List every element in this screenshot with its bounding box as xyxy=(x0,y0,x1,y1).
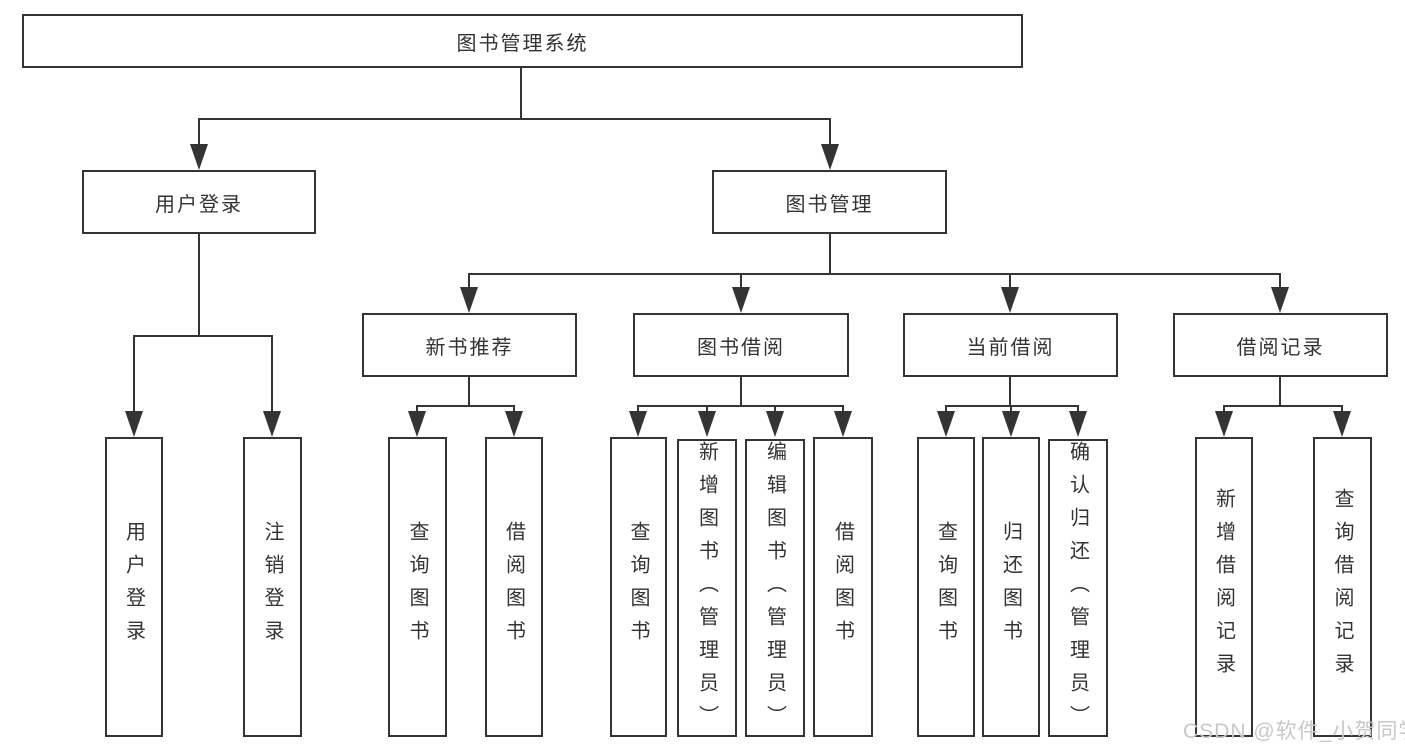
arrowhead-current xyxy=(1001,287,1019,313)
connector-borrowing-stub xyxy=(740,377,742,405)
node-new-book-recommend-label: 新书推荐 xyxy=(425,336,514,359)
arrowhead-leaf-logout xyxy=(263,411,281,437)
leaf-user-login-label: 用户登录 xyxy=(122,521,145,653)
connector-recommend-stub xyxy=(468,377,470,405)
leaf-records-query-record-label: 查询借阅记录 xyxy=(1331,488,1353,686)
connector-arrow-records-shaft xyxy=(1279,273,1281,291)
leaf-current-query-books-label: 查询图书 xyxy=(934,521,957,653)
connector-user-login-stub xyxy=(198,234,200,335)
connector-arrow-records-add-shaft xyxy=(1223,405,1225,415)
arrowhead-recommend-query xyxy=(408,411,426,437)
connector-recommend-rail xyxy=(416,405,515,407)
leaf-logout-label: 注销登录 xyxy=(261,521,283,653)
arrowhead-recommend xyxy=(460,287,478,313)
connector-current-stub xyxy=(1009,377,1011,405)
leaf-current-return-books-label: 归还图书 xyxy=(999,521,1022,653)
connector-arrow-borrowing-borrow-shaft xyxy=(842,405,844,415)
connector-arrow-current-return-shaft xyxy=(1010,405,1012,415)
connector-arrow-recommend-borrow-shaft xyxy=(513,405,515,415)
connector-arrow-recommend-shaft xyxy=(468,273,470,291)
leaf-records-add-record: 新增借阅记录 xyxy=(1195,437,1253,737)
arrowhead-borrowing-add xyxy=(698,411,716,437)
node-new-book-recommend: 新书推荐 xyxy=(362,313,577,377)
node-borrowing-records-label: 借阅记录 xyxy=(1236,336,1325,359)
node-book-management: 图书管理 xyxy=(712,170,947,234)
arrowhead-borrowing xyxy=(732,287,750,313)
leaf-current-query-books: 查询图书 xyxy=(917,437,975,737)
node-book-borrowing: 图书借阅 xyxy=(633,313,849,377)
connector-arrow-book-management-shaft xyxy=(829,118,831,148)
leaf-borrowing-query-books: 查询图书 xyxy=(610,437,667,737)
connector-arrow-recommend-query-shaft xyxy=(416,405,418,415)
arrowhead-borrowing-borrow xyxy=(834,411,852,437)
arrowhead-records xyxy=(1271,287,1289,313)
leaf-borrowing-edit-books-admin-label: 编辑图书（管理员） xyxy=(763,441,786,738)
leaf-recommend-query-books-label: 查询图书 xyxy=(406,521,428,653)
connector-level2-rail xyxy=(198,118,831,120)
connector-root-stub xyxy=(520,68,522,118)
node-user-login-label: 用户登录 xyxy=(155,193,243,216)
connector-user-login-rail xyxy=(133,335,273,337)
connector-book-management-stub xyxy=(829,234,831,273)
leaf-borrowing-edit-books-admin: 编辑图书（管理员） xyxy=(745,439,805,738)
node-book-management-label: 图书管理 xyxy=(785,193,874,216)
arrowhead-book-management xyxy=(821,144,839,170)
connector-arrow-current-query-shaft xyxy=(945,405,947,415)
leaf-borrowing-borrow-books-label: 借阅图书 xyxy=(831,521,854,653)
connector-arrow-leaf-user-login-shaft xyxy=(133,335,135,415)
leaf-current-return-books: 归还图书 xyxy=(982,437,1040,737)
connector-arrow-borrowing-edit-shaft xyxy=(774,405,776,415)
leaf-recommend-borrow-books-label: 借阅图书 xyxy=(502,521,525,653)
node-root: 图书管理系统 xyxy=(22,14,1023,68)
leaf-logout: 注销登录 xyxy=(243,437,302,737)
leaf-recommend-query-books: 查询图书 xyxy=(388,437,447,737)
arrowhead-user-login xyxy=(190,144,208,170)
leaf-borrowing-query-books-label: 查询图书 xyxy=(627,521,649,653)
node-current-borrowing: 当前借阅 xyxy=(903,313,1118,377)
connector-records-stub xyxy=(1279,377,1281,405)
watermark-text: CSDN @软件_小贺同学 xyxy=(1183,720,1405,743)
leaf-records-query-record: 查询借阅记录 xyxy=(1313,437,1372,737)
connector-records-rail xyxy=(1223,405,1343,407)
connector-arrow-current-shaft xyxy=(1009,273,1011,291)
leaf-borrowing-borrow-books: 借阅图书 xyxy=(813,437,873,737)
node-current-borrowing-label: 当前借阅 xyxy=(966,336,1055,359)
leaf-user-login: 用户登录 xyxy=(105,437,163,737)
arrowhead-borrowing-query xyxy=(629,411,647,437)
connector-arrow-borrowing-shaft xyxy=(740,273,742,291)
node-root-label: 图书管理系统 xyxy=(456,32,589,55)
arrowhead-borrowing-edit xyxy=(766,411,784,437)
connector-current-rail xyxy=(945,405,1079,407)
connector-arrow-user-login-shaft xyxy=(198,118,200,148)
arrowhead-leaf-user-login xyxy=(125,411,143,437)
arrowhead-records-add xyxy=(1215,411,1233,437)
leaf-borrowing-add-books-admin: 新增图书（管理员） xyxy=(677,439,737,738)
node-borrowing-records: 借阅记录 xyxy=(1173,313,1388,377)
node-book-borrowing-label: 图书借阅 xyxy=(697,336,785,359)
connector-arrow-leaf-logout-shaft xyxy=(271,335,273,415)
arrowhead-recommend-borrow xyxy=(505,411,523,437)
connector-arrow-current-confirm-shaft xyxy=(1077,405,1079,415)
arrowhead-current-return xyxy=(1002,411,1020,437)
leaf-recommend-borrow-books: 借阅图书 xyxy=(485,437,543,737)
leaf-current-confirm-return-admin-label: 确认归还（管理员） xyxy=(1066,441,1089,738)
connector-arrow-borrowing-add-shaft xyxy=(706,405,708,415)
node-user-login: 用户登录 xyxy=(82,170,316,234)
leaf-current-confirm-return-admin: 确认归还（管理员） xyxy=(1048,439,1108,738)
connector-arrow-borrowing-query-shaft xyxy=(637,405,639,415)
arrowhead-records-query xyxy=(1333,411,1351,437)
arrowhead-current-confirm xyxy=(1069,411,1087,437)
leaf-borrowing-add-books-admin-label: 新增图书（管理员） xyxy=(695,441,718,738)
connector-borrowing-rail xyxy=(637,405,844,407)
leaf-records-add-record-label: 新增借阅记录 xyxy=(1212,488,1235,686)
arrowhead-current-query xyxy=(937,411,955,437)
connector-arrow-records-query-shaft xyxy=(1341,405,1343,415)
connector-level3-rail xyxy=(468,273,1281,275)
